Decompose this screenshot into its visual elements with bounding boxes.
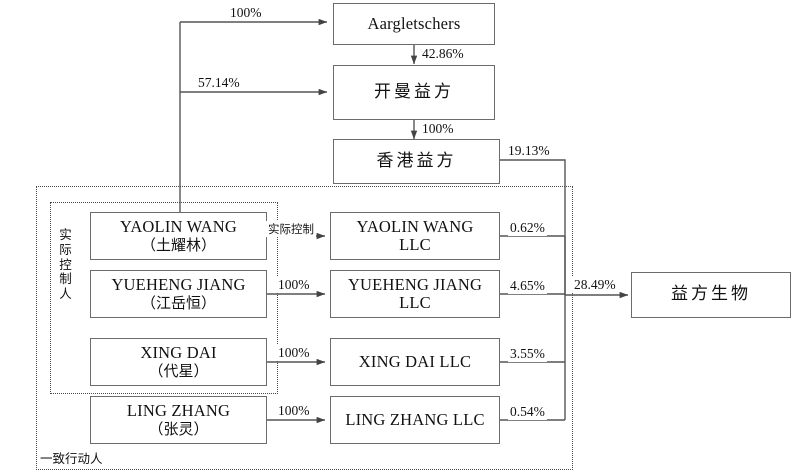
edge-label-yueheng-llc-share: 4.65% — [508, 278, 547, 294]
node-llc-yaolin-wang-line2: LLC — [399, 235, 431, 254]
group-actual-controllers-box — [50, 202, 278, 394]
node-aargletschers-label: Aargletschers — [367, 13, 461, 33]
edge-label-hongkong-to-trunk: 19.13% — [506, 143, 552, 159]
node-person-yaolin-wang-name-cn: （土耀林） — [140, 235, 216, 254]
node-llc-yueheng-jiang-line2: LLC — [399, 293, 431, 312]
node-cayman-yifang-label: 开曼益方 — [374, 81, 454, 102]
node-person-ling-zhang[interactable]: LING ZHANG （张灵） — [90, 396, 267, 444]
group-acting-in-concert-box — [36, 186, 573, 470]
group-actual-controllers-label: 实际控制人 — [58, 227, 73, 302]
node-person-xing-dai-name-cn: （代星） — [148, 361, 209, 380]
node-person-ling-zhang-name-cn: （张灵） — [148, 419, 209, 438]
node-llc-yueheng-jiang[interactable]: YUEHENG JIANG LLC — [330, 270, 500, 318]
node-person-xing-dai[interactable]: XING DAI （代星） — [90, 338, 267, 386]
node-llc-ling-zhang[interactable]: LING ZHANG LLC — [330, 396, 500, 444]
node-person-yueheng-jiang-name-cn: （江岳恒） — [140, 293, 216, 312]
node-llc-yaolin-wang-line1: YAOLIN WANG — [356, 216, 474, 236]
node-cayman-yifang[interactable]: 开曼益方 — [333, 65, 495, 120]
edge-label-xing-llc-share: 3.55% — [508, 346, 547, 362]
edge-label-yueheng-to-llc: 100% — [276, 277, 312, 293]
node-hongkong-yifang-label: 香港益方 — [376, 150, 457, 171]
edge-label-cayman-to-hongkong: 100% — [420, 121, 456, 137]
node-person-xing-dai-name-en: XING DAI — [140, 343, 217, 363]
node-yifang-biotech[interactable]: 益方生物 — [631, 272, 791, 318]
edge-label-xing-to-llc: 100% — [276, 345, 312, 361]
group-acting-in-concert-label: 一致行动人 — [40, 451, 103, 466]
node-person-ling-zhang-name-en: LING ZHANG — [126, 401, 231, 421]
node-person-yaolin-wang[interactable]: YAOLIN WANG （土耀林） — [90, 212, 267, 260]
node-aargletschers[interactable]: Aargletschers — [333, 3, 495, 45]
edge-label-aargletschers-to-cayman: 42.86% — [420, 46, 466, 62]
edge-label-to-cayman: 57.14% — [196, 75, 242, 91]
node-hongkong-yifang[interactable]: 香港益方 — [333, 139, 500, 184]
node-llc-xing-dai[interactable]: XING DAI LLC — [330, 338, 500, 386]
edge-label-yaolin-llc-share: 0.62% — [508, 220, 547, 236]
node-llc-yueheng-jiang-line1: YUEHENG JIANG — [347, 274, 483, 294]
node-llc-ling-zhang-line1: LING ZHANG LLC — [345, 409, 485, 429]
node-llc-xing-dai-line1: XING DAI LLC — [358, 351, 472, 371]
edge-label-ling-to-llc: 100% — [276, 403, 312, 419]
edge-label-to-aargletschers: 100% — [228, 5, 264, 21]
node-yifang-biotech-label: 益方生物 — [671, 284, 751, 305]
node-person-yueheng-jiang[interactable]: YUEHENG JIANG （江岳恒） — [90, 270, 267, 318]
edge-label-trunk-to-target: 28.49% — [572, 277, 618, 293]
node-llc-yaolin-wang[interactable]: YAOLIN WANG LLC — [330, 212, 500, 260]
node-person-yueheng-jiang-name-en: YUEHENG JIANG — [111, 275, 246, 295]
edge-label-yaolin-actual-control: 实际控制 — [266, 221, 316, 237]
node-person-yaolin-wang-name-en: YAOLIN WANG — [120, 217, 237, 237]
edge-label-ling-llc-share: 0.54% — [508, 404, 547, 420]
